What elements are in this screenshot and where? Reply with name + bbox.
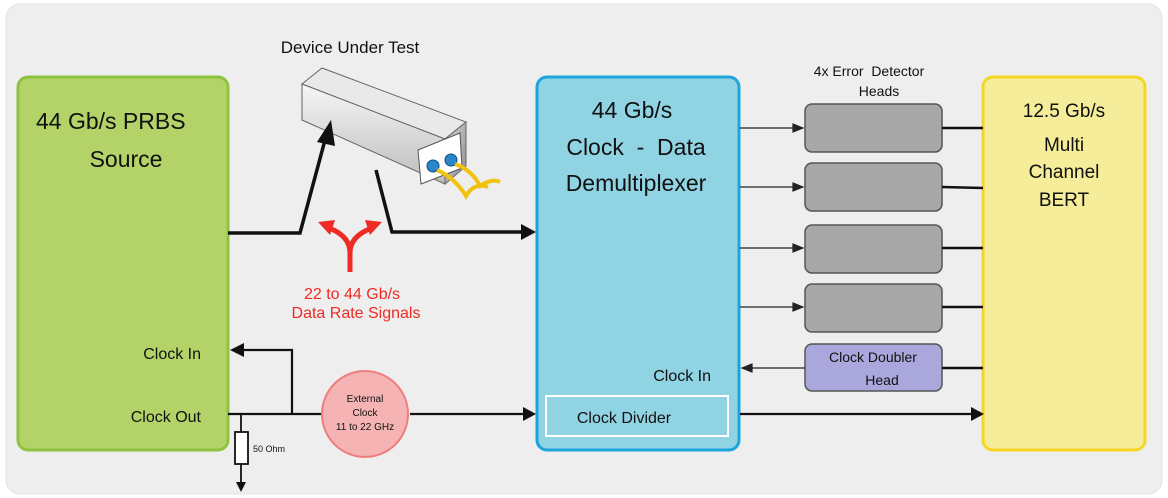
source-title-line1: 44 Gb/s PRBS bbox=[36, 108, 186, 134]
bert-block bbox=[981, 75, 1147, 452]
data-arrow-into-demux bbox=[521, 224, 536, 240]
external-clock-line2: Clock bbox=[352, 408, 378, 419]
bert-line1: 12.5 Gb/s bbox=[1023, 101, 1105, 122]
bert-line4: BERT bbox=[1039, 190, 1090, 211]
demux-title-line1: 44 Gb/s bbox=[592, 97, 673, 123]
termination-resistor bbox=[228, 413, 249, 492]
dut-transceiver-image bbox=[301, 67, 501, 200]
clock-out-path bbox=[228, 407, 536, 421]
external-clock-line1: External bbox=[347, 394, 384, 405]
source-clock-in-label: Clock In bbox=[143, 346, 201, 363]
demux-to-heads-arrows bbox=[740, 123, 805, 312]
demux-title-line2: Clock - Data bbox=[566, 134, 706, 160]
source-clock-out-label: Clock Out bbox=[131, 409, 202, 426]
data-arrow-into-dut bbox=[317, 120, 335, 146]
error-detector-label-line1: 4x Error Detector bbox=[814, 63, 925, 79]
clock-in-return-path bbox=[230, 343, 294, 414]
heads-to-bert-lines bbox=[941, 126, 984, 370]
error-detector-head-3 bbox=[804, 224, 943, 274]
termination-label: 50 Ohm bbox=[253, 444, 285, 454]
clock-doubler-line1: Clock Doubler bbox=[829, 349, 917, 365]
external-clock-circle bbox=[321, 370, 409, 458]
bert-line3: Channel bbox=[1029, 162, 1100, 183]
bert-line2: Multi bbox=[1044, 135, 1084, 156]
error-detector-head-4 bbox=[804, 283, 943, 333]
clock-divider-box bbox=[545, 395, 729, 437]
red-arrow-head-right bbox=[365, 220, 382, 235]
source-title-line2: Source bbox=[90, 146, 163, 172]
error-detector-head-2 bbox=[804, 162, 943, 212]
external-clock-line3: 11 to 22 GHz bbox=[336, 422, 394, 433]
signals-line2: Data Rate Signals bbox=[292, 305, 421, 322]
signals-line1: 22 to 44 Gb/s bbox=[304, 286, 400, 303]
demux-block bbox=[535, 75, 741, 452]
clock-divider-to-bert-arrow bbox=[740, 407, 984, 421]
dut-label: Device Under Test bbox=[281, 38, 420, 57]
clock-divider-label: Clock Divider bbox=[577, 410, 672, 427]
demux-title-line3: Demultiplexer bbox=[566, 170, 707, 196]
red-arrow-head-left bbox=[318, 220, 335, 235]
error-detector-head-1 bbox=[804, 103, 943, 153]
prbs-source-block bbox=[16, 75, 230, 452]
doubler-to-demux-arrow bbox=[740, 363, 805, 373]
error-detector-label-line2: Heads bbox=[859, 83, 899, 99]
data-path bbox=[228, 139, 522, 235]
clock-doubler-line2: Head bbox=[865, 372, 898, 388]
demux-clock-in-label: Clock In bbox=[653, 368, 711, 385]
